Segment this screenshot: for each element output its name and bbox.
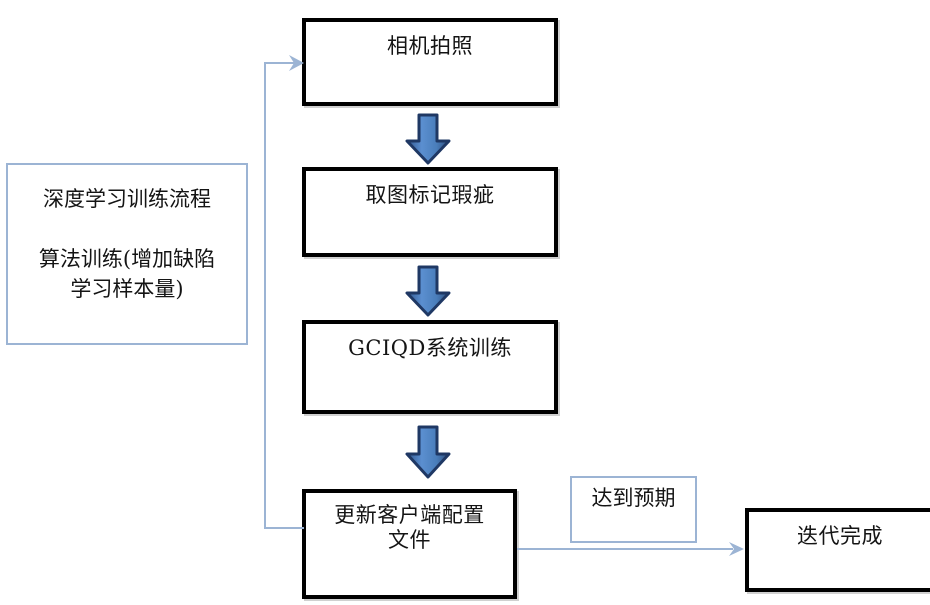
process-box-gciqd-training-label: GCIQD系统训练 xyxy=(348,336,512,360)
down-block-arrow-3 xyxy=(404,425,452,479)
down-block-arrow-2 xyxy=(404,265,452,317)
down-block-arrow-1 xyxy=(404,113,452,165)
edge-label-expected-reached-text: 达到预期 xyxy=(591,486,676,510)
process-box-capture-mark-defects[interactable]: 取图标记瑕疵 xyxy=(302,167,558,257)
process-box-update-client-config[interactable]: 更新客户端配置 文件 xyxy=(302,489,517,599)
training-process-note: 深度学习训练流程 算法训练(增加缺陷 学习样本量) xyxy=(6,163,248,345)
feedback-connector-bottom-segment xyxy=(264,527,304,529)
note-line-3: 学习样本量) xyxy=(70,277,184,301)
note-line-2: 算法训练(增加缺陷 xyxy=(38,247,216,271)
process-box-iteration-complete-label: 迭代完成 xyxy=(797,524,883,548)
process-box-update-client-config-label: 更新客户端配置 文件 xyxy=(334,503,485,552)
edge-label-expected-reached: 达到预期 xyxy=(570,476,697,543)
note-line-1: 深度学习训练流程 xyxy=(43,187,211,211)
completion-connector-arrowhead xyxy=(728,541,746,559)
process-box-gciqd-training[interactable]: GCIQD系统训练 xyxy=(302,320,558,414)
feedback-connector-arrowhead xyxy=(288,54,306,72)
feedback-connector-vertical-segment xyxy=(264,62,266,529)
process-box-iteration-complete[interactable]: 迭代完成 xyxy=(745,508,930,592)
feedback-connector-top-segment xyxy=(264,62,294,64)
process-box-capture-mark-defects-label: 取图标记瑕疵 xyxy=(365,183,495,207)
completion-connector-line xyxy=(517,548,733,550)
process-box-camera-label: 相机拍照 xyxy=(387,34,473,58)
process-box-camera[interactable]: 相机拍照 xyxy=(302,18,558,106)
